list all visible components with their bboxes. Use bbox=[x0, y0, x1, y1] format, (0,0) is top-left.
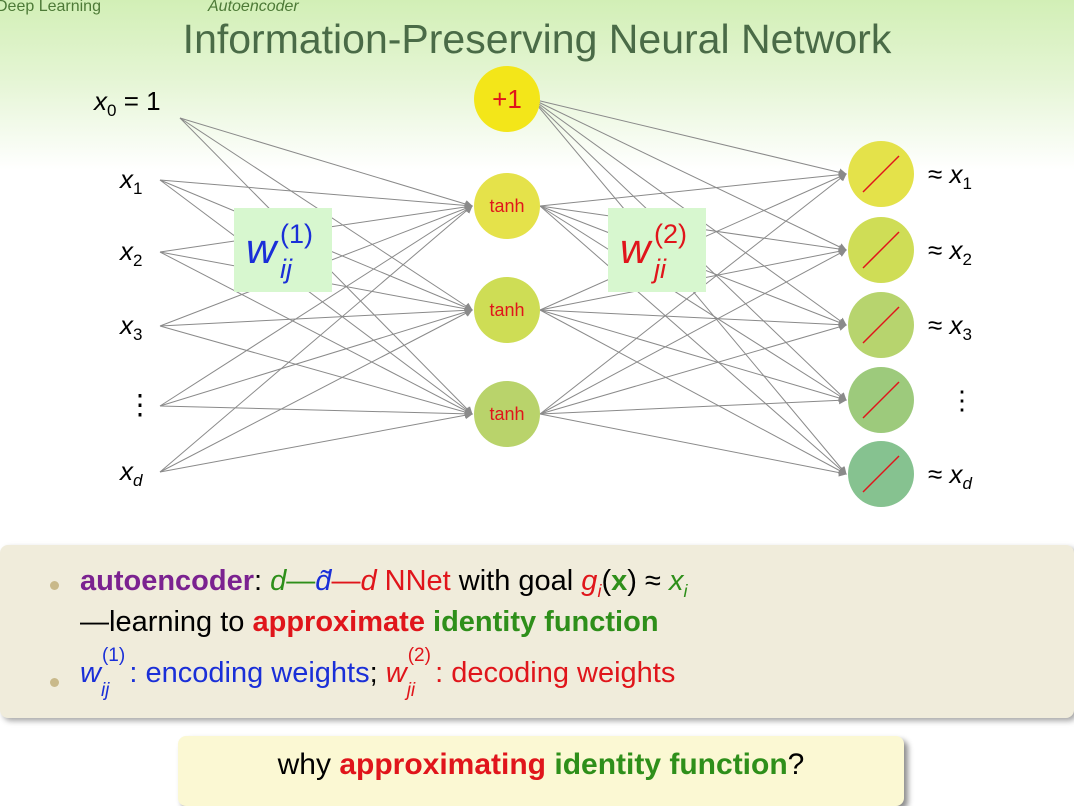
linear-activation-icon bbox=[862, 306, 900, 344]
edge-hidden-0-output-0 bbox=[531, 98, 847, 177]
bullet-dot-2 bbox=[50, 678, 59, 687]
weight-w1-symbol: w bbox=[246, 225, 279, 272]
input-label-3: x3 bbox=[118, 310, 142, 344]
bullet-box: autoencoder: d—d̃—d NNet with goal gi(x)… bbox=[0, 545, 1074, 718]
edge-hidden-3-output-3 bbox=[539, 396, 847, 415]
term-autoencoder: autoencoder bbox=[80, 565, 255, 597]
edge-hidden-1-output-4 bbox=[539, 205, 847, 475]
weight-w2-subscript: ji bbox=[650, 254, 667, 284]
weight-w2-box bbox=[608, 208, 706, 292]
weight-w1-subscript: ij bbox=[280, 254, 293, 284]
edge-input-4-hidden-2 bbox=[159, 405, 473, 418]
edge-hidden-3-output-2 bbox=[539, 323, 847, 415]
input-label-1: x1 bbox=[118, 164, 142, 198]
edge-input-3-hidden-1 bbox=[159, 306, 473, 327]
question-text: why approximating identity function? bbox=[277, 748, 805, 781]
edge-input-5-hidden-2 bbox=[159, 411, 473, 473]
bullet-1: autoencoder: d—d̃—d NNet with goal gi(x)… bbox=[80, 565, 688, 601]
input-label-0: x0 = 1 bbox=[92, 86, 161, 120]
bias-node-label: +1 bbox=[492, 84, 522, 114]
weight-w1-box bbox=[234, 208, 332, 292]
question-box: why approximating identity function? bbox=[178, 736, 904, 806]
input-label-4: ⋮ bbox=[126, 389, 154, 420]
input-label-5: xd bbox=[118, 456, 143, 490]
edge-input-4-hidden-1 bbox=[159, 308, 473, 407]
linear-activation-icon bbox=[862, 155, 900, 193]
edge-hidden-2-output-4 bbox=[539, 309, 847, 475]
breadcrumb-section: Deep Learning bbox=[0, 0, 101, 15]
edge-input-5-hidden-1 bbox=[159, 309, 473, 473]
edge-hidden-3-output-0 bbox=[539, 173, 847, 415]
edge-hidden-1-output-3 bbox=[539, 205, 847, 401]
weight-w2-symbol: w bbox=[620, 225, 653, 272]
title-band bbox=[0, 0, 1074, 170]
edge-hidden-2-output-2 bbox=[539, 309, 847, 329]
edge-input-2-hidden-2 bbox=[159, 251, 473, 415]
output-label-4: ⋮ bbox=[949, 385, 975, 415]
edge-input-4-hidden-0 bbox=[159, 205, 473, 407]
slide-title: Information-Preserving Neural Network bbox=[182, 16, 892, 62]
bullet-dot-1 bbox=[50, 581, 59, 590]
edge-hidden-0-output-1 bbox=[531, 98, 847, 251]
linear-activation-icon bbox=[862, 455, 900, 493]
hidden-node-label-3: tanh bbox=[489, 404, 524, 424]
edge-input-5-hidden-0 bbox=[159, 205, 473, 473]
edge-input-0-hidden-0 bbox=[179, 117, 473, 208]
edge-hidden-1-output-0 bbox=[539, 170, 847, 207]
output-label-2: ≈ x2 bbox=[928, 235, 972, 269]
output-label-1: ≈ x1 bbox=[928, 159, 972, 193]
bullet-1-continuation: —learning to approximate identity functi… bbox=[80, 606, 659, 638]
hidden-node-label-1: tanh bbox=[489, 196, 524, 216]
linear-activation-icon bbox=[862, 381, 900, 419]
hidden-node-1 bbox=[474, 173, 540, 239]
hidden-node-label-2: tanh bbox=[489, 300, 524, 320]
weight-w1-superscript: (1) bbox=[280, 219, 313, 249]
bias-node bbox=[474, 66, 540, 132]
input-label-2: x2 bbox=[118, 236, 142, 270]
bullet-2: w(1)ij: encoding weights; w(2)ji: decodi… bbox=[80, 645, 676, 701]
edge-hidden-3-output-1 bbox=[539, 249, 847, 415]
weight-w2-superscript: (2) bbox=[654, 219, 687, 249]
breadcrumb-subsection: Autoencoder bbox=[208, 0, 299, 15]
edge-input-3-hidden-2 bbox=[159, 325, 473, 416]
edge-hidden-3-output-4 bbox=[539, 413, 847, 477]
hidden-node-3 bbox=[474, 381, 540, 447]
output-label-5: ≈ xd bbox=[928, 459, 973, 493]
edge-hidden-2-output-3 bbox=[539, 309, 847, 402]
linear-activation-icon bbox=[862, 231, 900, 269]
edge-input-1-hidden-0 bbox=[159, 179, 473, 210]
output-label-3: ≈ x3 bbox=[928, 310, 972, 344]
edge-input-1-hidden-2 bbox=[159, 179, 473, 415]
hidden-node-2 bbox=[474, 277, 540, 343]
